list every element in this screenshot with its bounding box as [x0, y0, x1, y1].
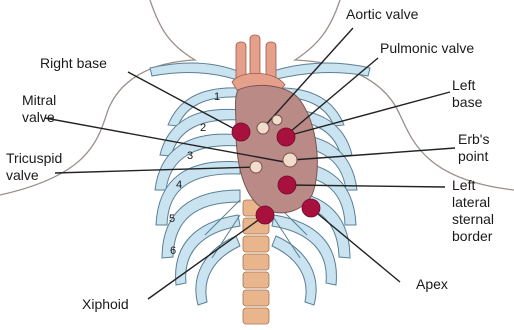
label-pulmonic-valve: Pulmonic valve: [380, 40, 474, 57]
tricuspid-valve-marker: [250, 161, 262, 173]
label-erbs-point-line2: point: [458, 148, 488, 165]
label-erbs-point-line1: Erb's: [458, 131, 489, 148]
ribs-viewer-left: [155, 88, 240, 305]
label-aortic-valve: Aortic valve: [346, 6, 418, 23]
rib-number-3: 3: [187, 150, 193, 162]
label-left-lateral-line4: border: [452, 228, 492, 245]
erbs-valve-marker: [283, 153, 297, 167]
right-base-point: [232, 123, 250, 141]
label-mitral-valve-line2: valve: [22, 109, 55, 126]
label-tricuspid-valve-line1: Tricuspid: [6, 150, 62, 167]
heart: [236, 85, 318, 212]
label-tricuspid-valve-line2: valve: [6, 167, 39, 184]
label-left-lateral-line2: lateral: [452, 194, 490, 211]
xiphoid-point: [256, 206, 274, 224]
rib-number-1: 1: [214, 91, 220, 103]
left-base-point: [277, 128, 295, 146]
pulmonic-valve-marker: [272, 115, 282, 125]
apex-point: [302, 199, 320, 217]
label-xiphoid: Xiphoid: [82, 296, 129, 313]
left-lateral-sternal-point: [278, 176, 296, 194]
rib-number-6: 6: [170, 245, 176, 257]
rib-number-2: 2: [200, 122, 206, 134]
label-left-base-line1: Left: [452, 77, 475, 94]
rib-number-5: 5: [169, 213, 175, 225]
label-mitral-valve-line1: Mitral: [22, 92, 56, 109]
rib-number-4: 4: [176, 179, 182, 191]
label-apex: Apex: [416, 276, 448, 293]
aortic-valve-marker: [257, 122, 269, 134]
label-right-base: Right base: [40, 55, 107, 72]
label-left-lateral-line1: Left: [452, 177, 475, 194]
label-left-lateral-line3: sternal: [452, 211, 494, 228]
label-left-base-line2: base: [452, 94, 482, 111]
